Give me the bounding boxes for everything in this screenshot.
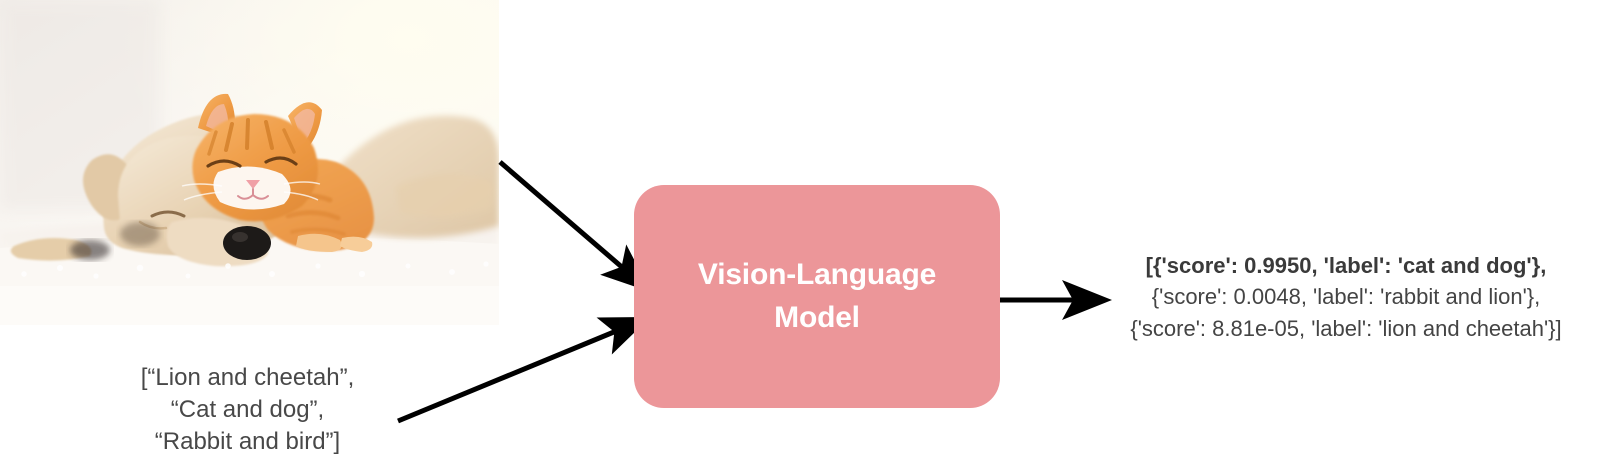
input-image (0, 0, 499, 325)
output-line-1: [{'score': 0.9950, 'label': 'cat and dog… (1145, 253, 1547, 278)
arrow-prompt-to-model (397, 316, 651, 424)
model-output: [{'score': 0.9950, 'label': 'cat and dog… (1096, 250, 1596, 344)
output-line-3: {'score': 8.81e-05, 'label': 'lion and c… (1130, 315, 1562, 341)
vision-language-model-box[interactable]: Vision-Language Model (634, 185, 1000, 408)
model-box-label: Vision-Language Model (697, 257, 937, 334)
output-line-2: {'score': 0.0048, 'label': 'rabbit and l… (1151, 284, 1541, 310)
arrow-image-to-model (498, 160, 652, 293)
input-image-illustration (0, 0, 499, 325)
prompt-label-list: [“Lion and cheetah”, “Cat and dog”, “Rab… (140, 364, 355, 455)
